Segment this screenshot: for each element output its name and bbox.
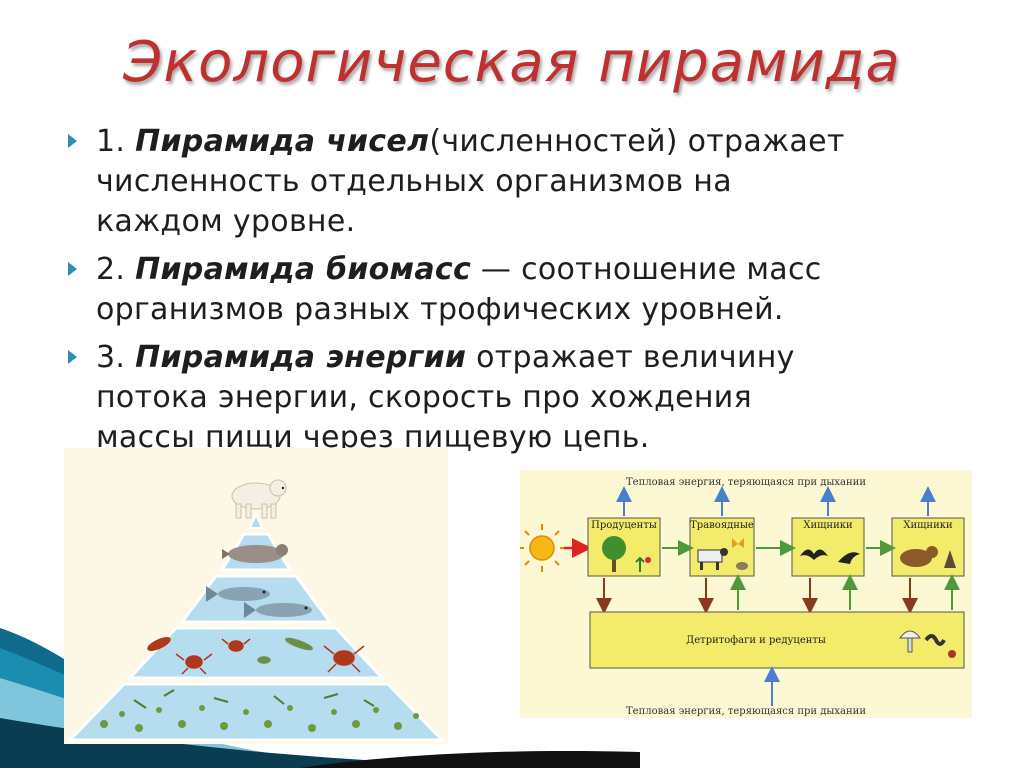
butterfly-icon [732,538,744,548]
plankton-icon [100,689,419,732]
crustacean-icon [147,637,365,675]
node-label: Хищники [903,520,953,531]
worm-icon [924,634,956,658]
seal-icon [222,544,288,563]
bullet-marker-icon [68,134,77,148]
plant-icon [635,556,651,572]
bullet-term: Пирамида чисел [135,124,430,159]
node-label: Травоядные [690,520,754,531]
bullet-text: — соотношение масс [471,252,822,287]
flow-node-producers: Продуценты [587,517,661,577]
heat-loss-label-bottom: Тепловая энергия, теряющаяся при дыхании [626,706,866,717]
bullet-text: (численностей) отражает [429,124,845,159]
node-label: Детритофаги и редуценты [686,635,826,646]
ecological-pyramid-image [64,448,448,744]
flow-node-carnivores-1: Хищники [791,517,865,577]
mushroom-icon [899,630,921,653]
flow-node-herbivores: Травоядные [689,517,755,577]
bear-icon [900,546,938,567]
bullet-text: отражает величину [466,340,795,375]
bullet-item: 3. Пирамида энергии отражает величину по… [62,338,962,458]
decorative-wave-stripe [300,750,640,768]
bullet-term: Пирамида энергии [135,340,467,375]
slide-title: Экологическая пирамида [123,30,901,95]
bullet-text: каждом уровне. [96,204,356,239]
bullet-number: 1. [96,124,126,159]
pyramid-level-plankton [66,682,446,742]
pyramid-level-top [248,511,264,529]
bullet-text: численность отдельных организмов на [96,164,732,199]
bird-icon [838,552,860,564]
bullet-marker-icon [68,262,77,276]
bullet-marker-icon [68,350,77,364]
flow-node-decomposers: Детритофаги и редуценты [589,611,965,669]
bat-icon [800,549,828,560]
bullet-item: 1. Пирамида чисел(численностей) отражает… [62,122,962,242]
tree-icon [602,536,626,572]
polar-bear-icon [231,479,287,519]
node-label: Хищники [803,520,853,531]
bullet-number: 3. [96,340,126,375]
node-label: Продуценты [591,520,657,531]
bullet-number: 2. [96,252,126,287]
eagle-icon [944,550,956,568]
bullet-term: Пирамида биомасс [135,252,472,287]
fish-icon [206,586,312,618]
flow-node-carnivores-2: Хищники [891,517,965,577]
heat-loss-label-top: Тепловая энергия, теряющаяся при дыхании [626,477,866,488]
sun-icon [518,524,566,572]
bullet-item: 2. Пирамида биомасс — соотношение масс о… [62,250,962,330]
cow-icon [697,548,728,570]
rabbit-icon [736,562,748,570]
bullet-text: потока энергии, скорость про хождения [96,380,752,415]
energy-flow-diagram: Тепловая энергия, теряющаяся при дыхании… [518,470,972,718]
bullet-list: 1. Пирамида чисел(численностей) отражает… [62,122,962,466]
bullet-text: организмов разных трофических уровней. [96,292,784,327]
